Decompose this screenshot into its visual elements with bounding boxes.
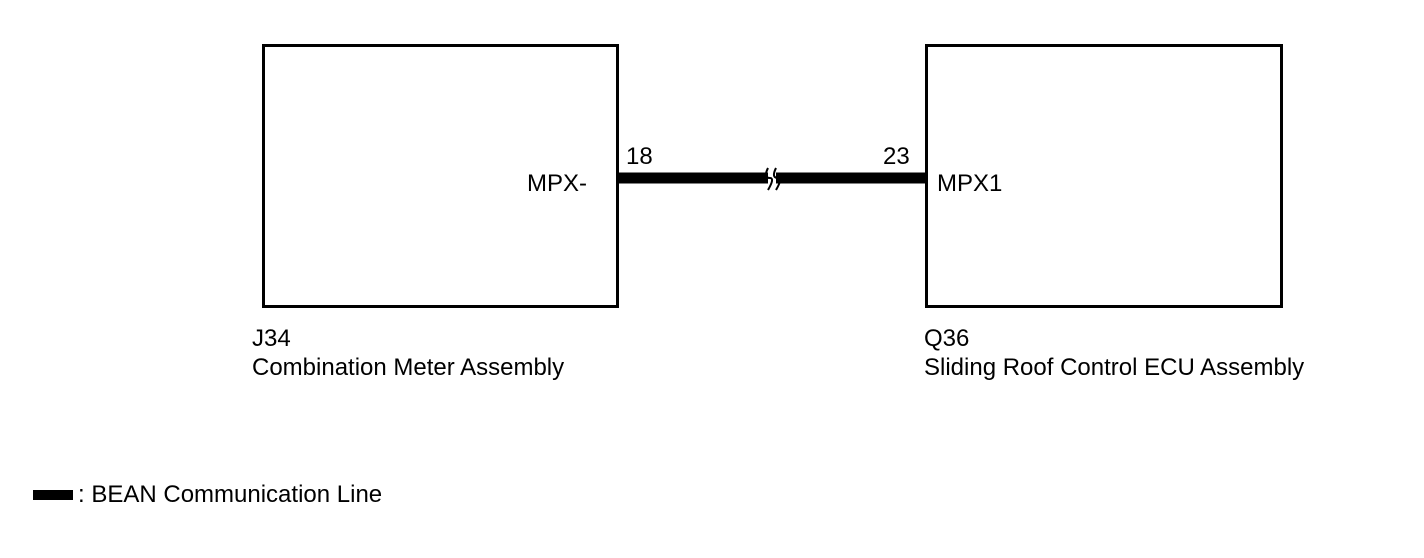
component-name-left: Combination Meter Assembly [252,354,565,381]
pin-number-right: 23 [883,143,910,170]
component-code-right: Q36 [924,325,970,352]
combination-meter-box [262,44,619,308]
component-code-left: J34 [252,325,291,352]
component-name-right: Sliding Roof Control ECU Assembly [924,354,1305,381]
signal-label-left: MPX- [527,170,587,197]
signal-label-right: MPX1 [937,170,1003,197]
legend-line-swatch [33,490,73,500]
wire-break-symbol-2 [772,167,782,191]
pin-number-left: 18 [626,143,653,170]
legend-label: : BEAN Communication Line [78,481,383,508]
wire-break-symbol [764,167,774,191]
sliding-roof-ecu-box [925,44,1283,308]
